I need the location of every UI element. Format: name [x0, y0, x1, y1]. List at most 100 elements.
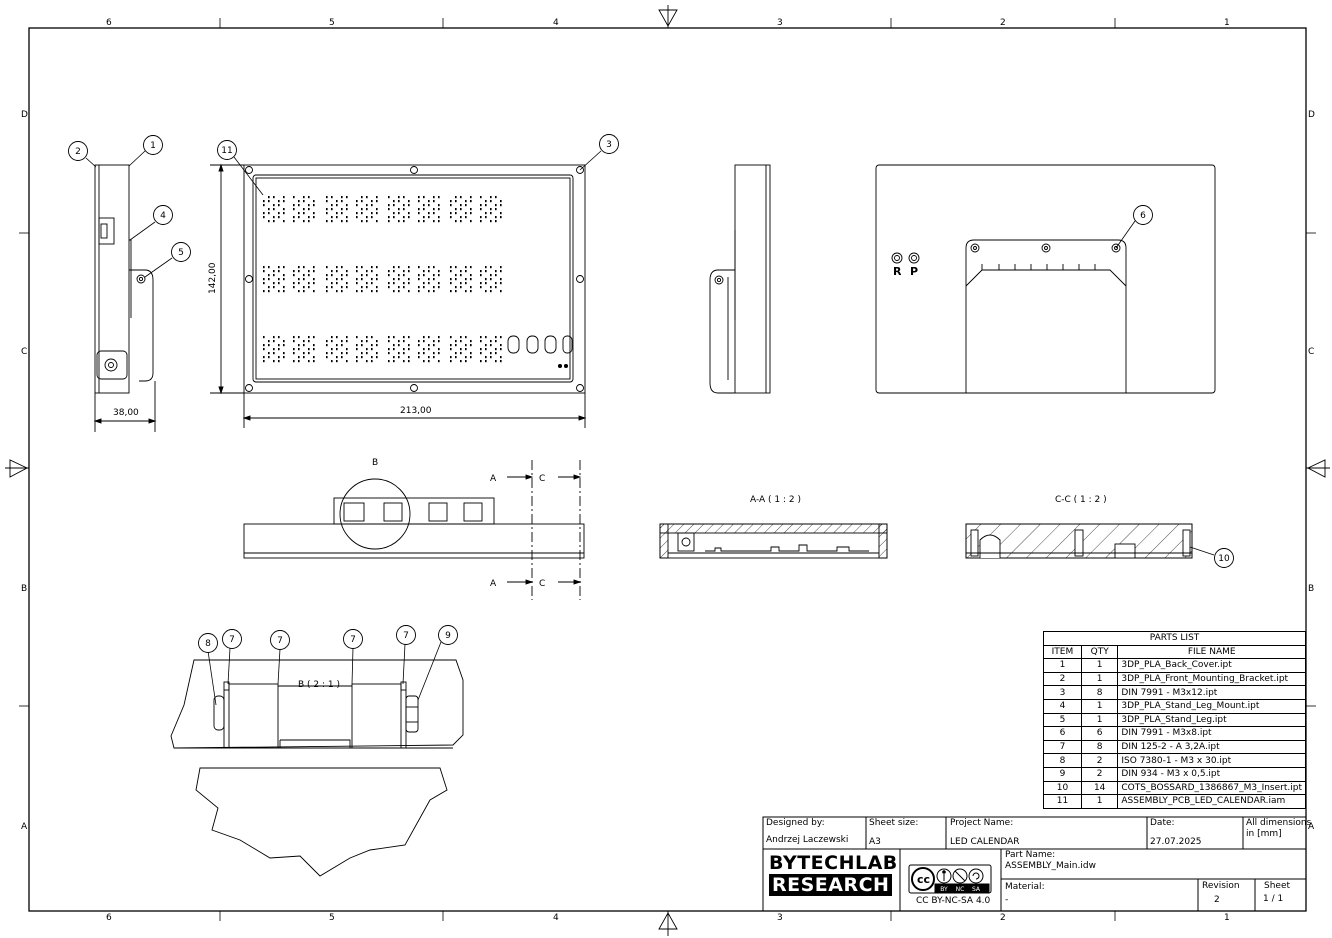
- led-dot: [423, 360, 425, 363]
- section-a-bottom: A: [490, 579, 497, 589]
- led-dot: [408, 200, 410, 203]
- led-dot: [376, 340, 378, 343]
- led-dot: [303, 340, 305, 343]
- led-dot: [433, 196, 435, 199]
- led-dot: [303, 352, 305, 355]
- led-dot: [388, 208, 390, 211]
- led-dot: [398, 352, 400, 355]
- led-dot: [495, 270, 497, 273]
- led-dot: [278, 282, 280, 285]
- led-dot: [361, 290, 363, 293]
- led-dot: [450, 344, 452, 347]
- led-dot: [465, 204, 467, 207]
- led-dot: [450, 212, 452, 215]
- col-label-top: 4: [553, 18, 559, 28]
- led-dot: [480, 270, 482, 273]
- led-dot: [455, 344, 457, 347]
- led-dot: [428, 336, 430, 339]
- col-label-bottom: 4: [553, 913, 559, 923]
- led-dot: [331, 282, 333, 285]
- sheet-label: Sheet: [1264, 881, 1291, 891]
- led-dot: [485, 348, 487, 351]
- led-dot: [336, 336, 338, 339]
- led-dot: [278, 200, 280, 203]
- led-dot: [428, 290, 430, 293]
- led-dot: [500, 216, 502, 219]
- led-dot: [398, 290, 400, 293]
- cell-qty: 8: [1080, 739, 1119, 755]
- led-dot: [480, 204, 482, 207]
- led-dot: [450, 348, 452, 351]
- led-dot: [393, 348, 395, 351]
- led-dot: [308, 336, 310, 339]
- dimension-width: 213,00: [400, 406, 432, 416]
- led-dot: [495, 220, 497, 223]
- led-dot: [361, 356, 363, 359]
- led-dot: [408, 336, 410, 339]
- led-dot: [495, 204, 497, 207]
- led-dot: [450, 278, 452, 281]
- callout-2: 2: [75, 147, 81, 157]
- led-dot: [371, 360, 373, 363]
- led-dot: [263, 212, 265, 215]
- led-dot: [371, 270, 373, 273]
- led-dot: [326, 196, 328, 199]
- led-dot: [361, 340, 363, 343]
- led-dot: [450, 216, 452, 219]
- led-dot: [438, 282, 440, 285]
- header-qty: QTY: [1080, 644, 1119, 660]
- led-dot: [308, 270, 310, 273]
- led-dot: [268, 196, 270, 199]
- led-dot: [298, 348, 300, 351]
- led-dot: [500, 282, 502, 285]
- led-dot: [293, 216, 295, 219]
- led-dot: [326, 340, 328, 343]
- led-dot: [465, 278, 467, 281]
- led-dot: [490, 290, 492, 293]
- led-dot: [376, 212, 378, 215]
- led-dot: [268, 286, 270, 289]
- cell-item: 4: [1043, 698, 1082, 714]
- led-dot: [293, 274, 295, 277]
- led-dot: [361, 274, 363, 277]
- led-dot: [500, 204, 502, 207]
- led-dot: [485, 278, 487, 281]
- led-dot: [455, 290, 457, 293]
- led-dot: [388, 352, 390, 355]
- detail-b-label: B: [372, 458, 378, 468]
- led-dot: [283, 286, 285, 289]
- led-dot: [398, 356, 400, 359]
- led-dot: [283, 344, 285, 347]
- cell-qty: 1: [1080, 794, 1119, 809]
- led-dot: [376, 220, 378, 223]
- led-dot: [366, 196, 368, 199]
- led-dot: [500, 266, 502, 269]
- led-dot: [423, 282, 425, 285]
- led-dot: [500, 336, 502, 339]
- led-dot: [388, 216, 390, 219]
- sheet-value: 1 / 1: [1263, 894, 1284, 904]
- led-dot: [418, 266, 420, 269]
- cell-item: 10: [1043, 780, 1082, 796]
- cc-badge-by: BY: [940, 886, 948, 893]
- led-dot: [403, 196, 405, 199]
- row-label-left: C: [21, 347, 27, 357]
- led-dot: [273, 216, 275, 219]
- led-matrix: [263, 196, 502, 363]
- led-dot: [403, 340, 405, 343]
- side-view: [93, 164, 157, 432]
- led-dot: [455, 200, 457, 203]
- led-dot: [403, 204, 405, 207]
- callout-5: 5: [178, 248, 184, 258]
- led-dot: [278, 356, 280, 359]
- led-dot: [278, 344, 280, 347]
- led-dot: [480, 348, 482, 351]
- led-dot: [470, 278, 472, 281]
- led-dot: [393, 278, 395, 281]
- led-dot: [331, 286, 333, 289]
- led-dot: [455, 266, 457, 269]
- led-dot: [313, 282, 315, 285]
- led-dot: [293, 336, 295, 339]
- led-dot: [480, 196, 482, 199]
